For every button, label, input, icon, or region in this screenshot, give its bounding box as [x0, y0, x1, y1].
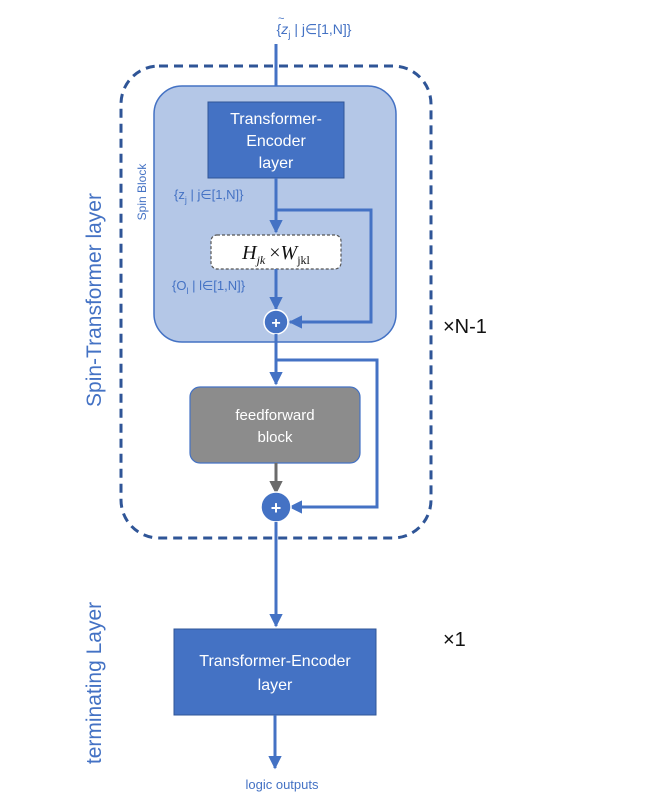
repeat-1-label: ×1	[443, 629, 466, 651]
edge-spin-residual	[276, 208, 373, 329]
o-label: {Ol | l∈[1,N]}	[172, 278, 246, 296]
terminating-encoder-box	[173, 628, 377, 716]
tilde-accent: ~	[278, 13, 284, 25]
terminating-encoder-line2: layer	[258, 677, 293, 694]
transformer-encoder-box	[207, 101, 345, 179]
output-label: logic outputs	[246, 777, 319, 792]
terminating-encoder-line1: Transformer-Encoder	[199, 653, 351, 670]
spin-transformer-label: Spin-Transformer layer	[83, 193, 106, 407]
transformer-encoder-line2: Encoder	[246, 133, 306, 150]
transformer-encoder-line1: Transformer-	[230, 111, 322, 128]
formula-text: Hjk×Wjkl	[241, 242, 310, 267]
feedforward-block	[189, 386, 361, 464]
z-label: {zj | j∈[1,N]}	[174, 187, 244, 205]
terminating-layer-label: terminating Layer	[83, 602, 106, 764]
transformer-encoder-line3: layer	[259, 155, 294, 172]
feedforward-line1: feedforward	[235, 407, 314, 424]
top-input-label: {zj | j∈[1,N]}	[277, 21, 352, 41]
spin-block-label: Spin Block	[135, 163, 149, 221]
add-node-1-symbol: +	[271, 315, 280, 332]
feedforward-line2: block	[257, 429, 293, 446]
repeat-n-label: ×N-1	[443, 316, 487, 338]
edge-outer-residual	[276, 358, 379, 514]
add-node-2-symbol: +	[271, 498, 282, 518]
